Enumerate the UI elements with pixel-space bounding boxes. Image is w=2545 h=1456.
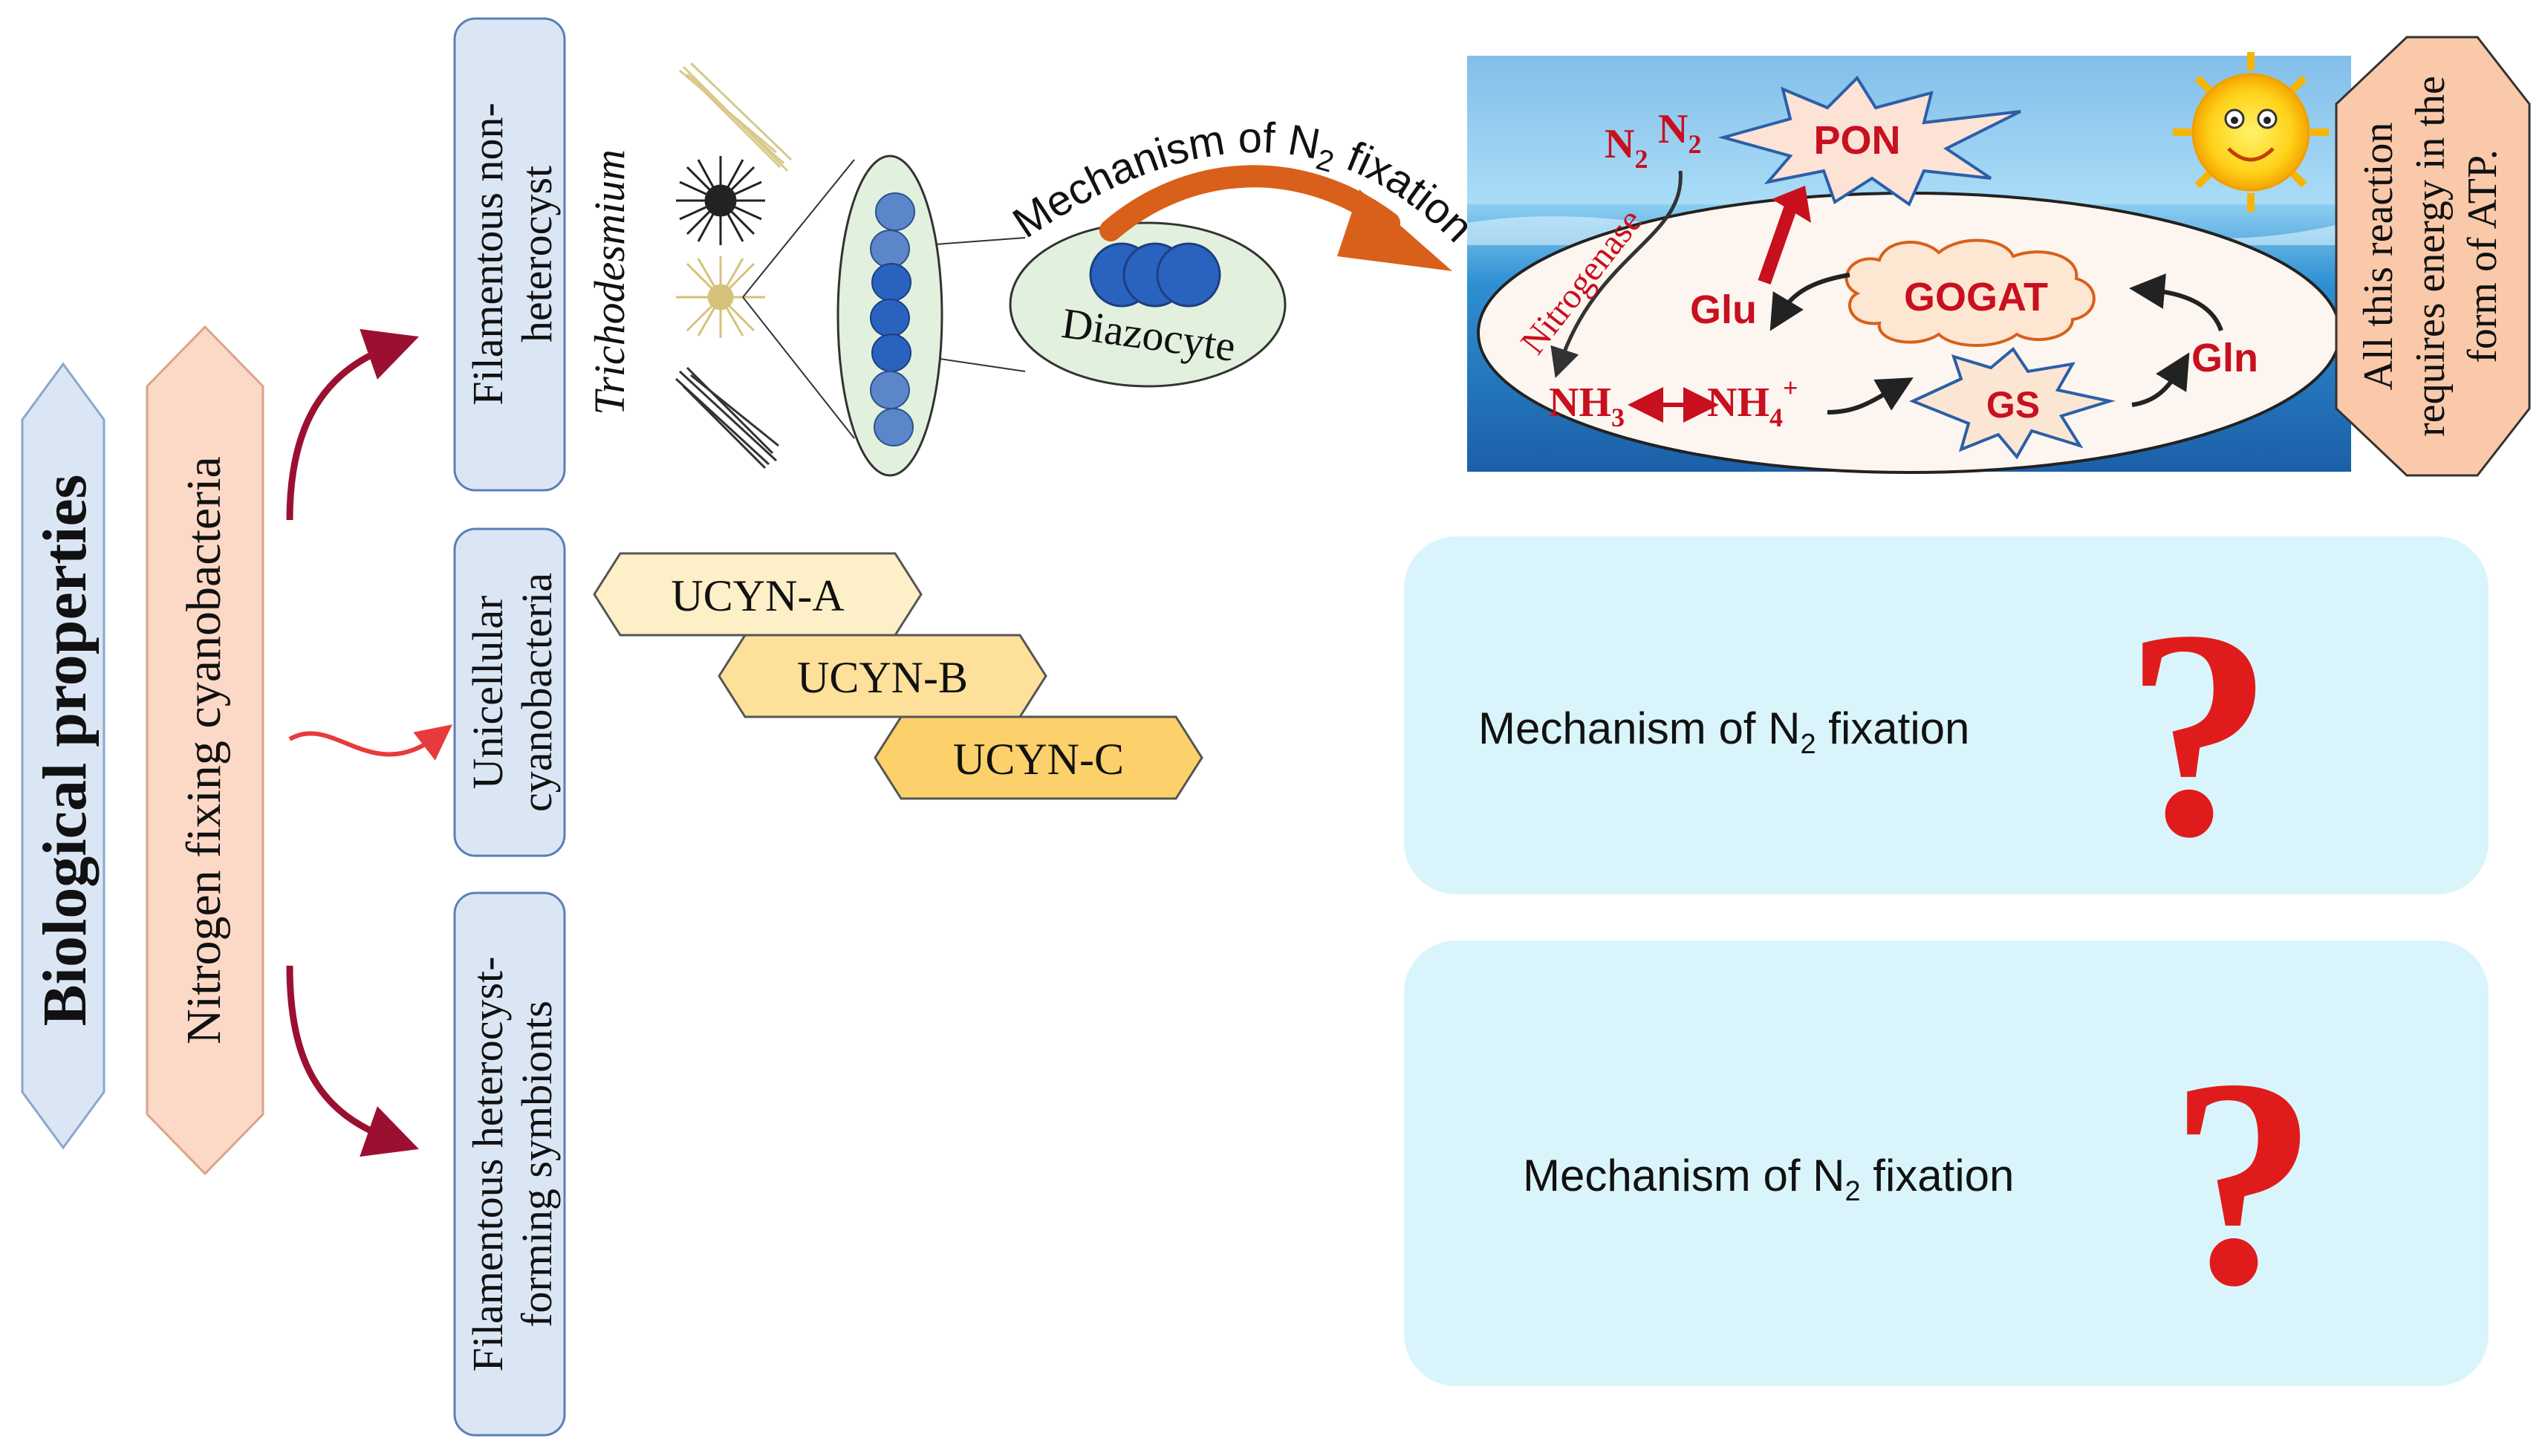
- branch3-line2: forming symbionts: [513, 1001, 561, 1327]
- branch2-line1: Unicellular: [464, 596, 512, 790]
- branch2-line2: cyanobacteria: [513, 573, 561, 812]
- unknown-mechanism-box-2: [1404, 940, 2489, 1386]
- glu-label: Glu: [1690, 287, 1757, 332]
- unknown-mechanism-label-1: Mechanism of N2 fixation: [1478, 703, 1969, 761]
- trichodesmium-label: Trichodesmium: [585, 149, 634, 415]
- nitrogen-fixing-label: Nitrogen fixing cyanobacteria: [177, 456, 231, 1044]
- gogat-label: GOGAT: [1904, 275, 2048, 319]
- n2-first-n: N: [1605, 121, 1634, 167]
- diazocyte: Diazocyte: [1009, 221, 1287, 388]
- gogat-to-glu-arrow: [1769, 273, 1850, 331]
- nh4-sup: +: [1783, 373, 1798, 403]
- nh4-to-gs-arrow: [1827, 377, 1914, 415]
- gs-to-gln-arrow: [2131, 352, 2190, 407]
- svg-text:heterocyst: heterocyst: [513, 166, 561, 342]
- atp-line3: form of ATP.: [2460, 149, 2506, 363]
- root-node: Biological properties: [21, 362, 105, 1150]
- n2-second-n: N: [1658, 106, 1688, 152]
- unknown-mechanism-label-2: Mechanism of N2 fixation: [1523, 1150, 2014, 1208]
- branch1-line1: Filamentous non-: [464, 103, 512, 406]
- ucyn-a-tag: UCYN-A: [593, 552, 923, 637]
- unknown-1-suffix: fixation: [1816, 703, 1970, 753]
- question-mark-icon-2: ?: [2169, 1018, 2318, 1347]
- unknown-1-text: Mechanism of N: [1478, 703, 1801, 753]
- nitrogen-fixing-node: Nitrogen fixing cyanobacteria: [146, 325, 264, 1176]
- question-mark-icon-1: ?: [2125, 569, 2273, 898]
- glu-to-pon-arrow: [1758, 202, 1798, 285]
- root-label: Biological properties: [30, 475, 100, 1027]
- n2-first-sub: 2: [1634, 144, 1648, 174]
- n2-first: N2: [1605, 121, 1648, 174]
- unknown-2-suffix: fixation: [1860, 1151, 2015, 1200]
- gln-to-gogat-arrow: [2129, 273, 2223, 332]
- orange-arrow: [1099, 165, 1452, 271]
- branch1-line2: heterocyst: [513, 166, 561, 342]
- ucyn-b-tag: UCYN-B: [718, 634, 1047, 718]
- trichodesmium-colony-1: [679, 62, 793, 172]
- filamentous-non-heterocyst-box: Filamentous non- heterocyst: [453, 17, 566, 492]
- pon-label: PON: [1813, 118, 1900, 163]
- filament-connectors: [742, 159, 1026, 439]
- arrow-to-filamentous-non-heterocyst: [286, 328, 419, 521]
- unknown-mechanism-box-1: [1404, 536, 2489, 894]
- n2-second: N2: [1658, 106, 1701, 159]
- unknown-2-sub: 2: [1844, 1176, 1861, 1207]
- nh4-text: NH: [1707, 380, 1769, 426]
- ucyn-c-label: UCYN-C: [953, 735, 1124, 784]
- atp-line1: All this reaction: [2356, 123, 2402, 391]
- glu-to-pon-arrowhead: [1772, 186, 1811, 223]
- unknown-1-sub: 2: [1800, 729, 1816, 760]
- ucyn-a-label: UCYN-A: [671, 571, 844, 620]
- arrow-to-filamentous-heterocyst: [286, 965, 419, 1157]
- gln-label: Gln: [2191, 336, 2258, 380]
- atp-note: All this reaction requires energy in the…: [2335, 36, 2531, 477]
- filamentous-heterocyst-box: Filamentous heterocyst- forming symbiont…: [453, 891, 566, 1437]
- ucyn-b-label: UCYN-B: [797, 653, 968, 702]
- unknown-2-text: Mechanism of N: [1523, 1151, 1845, 1200]
- branch3-line1: Filamentous heterocyst-: [464, 957, 512, 1372]
- nh4-label: NH4+: [1707, 373, 1798, 432]
- gs-label: GS: [1986, 384, 2040, 426]
- atp-line2: requires energy in the: [2408, 76, 2454, 437]
- unicellular-box: Unicellular cyanobacteria: [453, 527, 566, 857]
- trichodesmium-colony-3: [676, 256, 765, 338]
- nh3-text: NH: [1549, 380, 1611, 426]
- gogat-cloud: GOGAT: [1844, 238, 2096, 347]
- nh3-sub: 3: [1611, 403, 1625, 432]
- nitrogenase-arrow: [1550, 170, 1683, 378]
- arrow-to-unicellular: [288, 724, 452, 761]
- gs-burst: GS: [1908, 347, 2116, 460]
- trichome-filament: [836, 155, 943, 477]
- sun-icon: [2173, 52, 2329, 212]
- trichodesmium-colony-2: [676, 156, 765, 245]
- trichodesmium-colony-4: [675, 366, 779, 469]
- n2-second-sub: 2: [1688, 129, 1701, 159]
- nh4-sub: 4: [1769, 403, 1783, 432]
- pon-burst: PON: [1717, 75, 2021, 207]
- svg-text:Filamentous non-: Filamentous non-: [464, 103, 512, 406]
- nh3-label: NH3: [1549, 380, 1625, 432]
- ucyn-c-tag: UCYN-C: [874, 715, 1203, 800]
